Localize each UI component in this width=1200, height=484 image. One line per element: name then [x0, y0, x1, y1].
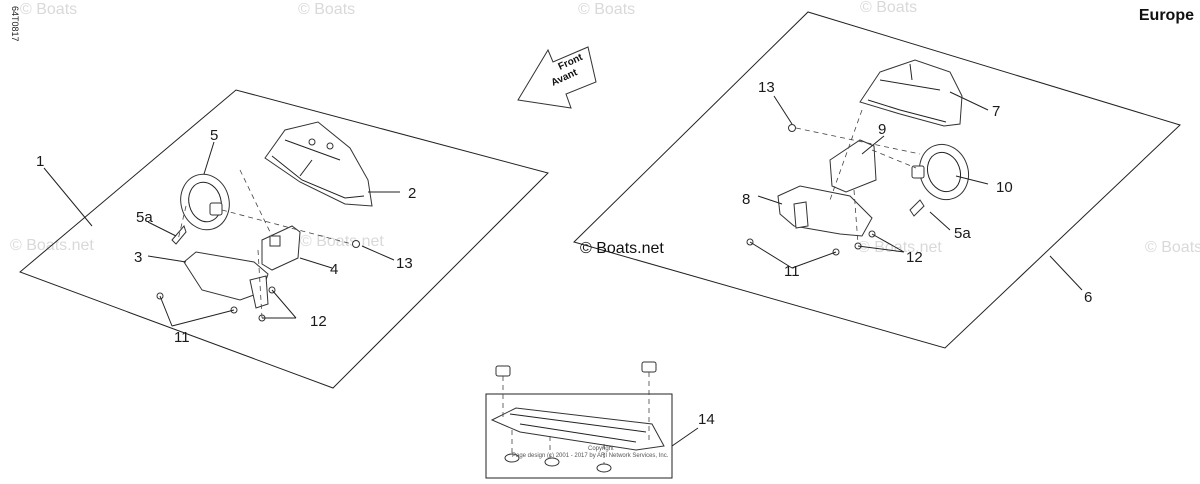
mounting-bracket: [261, 225, 301, 271]
reflector-plate: [777, 185, 873, 237]
screw: [788, 124, 796, 132]
copyright-line: Page design (c) 2001 - 2017 by ARI Netwo…: [512, 453, 669, 459]
callout-label: 3: [134, 249, 142, 266]
callouts: 1 2 3 4 5 5a 13 11 12 13 7 9 10 8 5a 11 …: [36, 79, 1092, 428]
screw: [352, 240, 360, 248]
right-assembly: [573, 11, 1181, 349]
headlight-housing: [264, 121, 373, 207]
callout-label: 1: [36, 153, 44, 170]
callout-label: 13: [758, 79, 775, 96]
nut: [504, 453, 520, 463]
callout-label: 5a: [954, 225, 971, 242]
support-bar: [490, 407, 665, 451]
callout-label: 13: [396, 255, 413, 272]
nut: [544, 457, 560, 467]
callout-label: 2: [408, 185, 416, 202]
front-arrow: Front Avant: [517, 46, 597, 109]
plate-tab: [793, 201, 809, 229]
assembly-plate-6: [573, 11, 1181, 349]
callout-label: 5: [210, 127, 218, 144]
callout-label: 12: [906, 249, 923, 266]
watermark: © Boats: [298, 1, 355, 18]
bulb: [909, 199, 925, 217]
left-assembly: [19, 89, 549, 389]
callout-label: 11: [174, 329, 190, 346]
headlight-lamp: [911, 143, 970, 201]
watermark: © Boats: [860, 0, 917, 16]
diagram-code: 64T0817: [10, 6, 20, 42]
watermarks: © Boats © Boats © Boats © Boats © Boats.…: [10, 0, 1200, 256]
bolt: [495, 365, 511, 377]
center-watermark: © Boats.net: [580, 240, 664, 257]
headlight-lamp: [180, 173, 230, 231]
copyright-line: Copyright: [588, 446, 614, 452]
assembly-plate-1: [19, 89, 549, 389]
watermark: © Boats.net: [300, 233, 384, 250]
callout-label: 11: [784, 263, 800, 280]
plate-tab: [249, 275, 269, 309]
nut: [596, 463, 612, 473]
bolt: [641, 361, 657, 373]
assembly-frame-14: [485, 393, 673, 479]
callout-label: 5a: [136, 209, 153, 226]
region-label: Europe: [1139, 7, 1194, 24]
callout-label: 14: [698, 411, 715, 428]
callout-label: 6: [1084, 289, 1092, 306]
watermark: © Boats: [1145, 239, 1200, 256]
headlight-housing: [859, 59, 963, 127]
watermark: © Boats: [578, 1, 635, 18]
callout-label: 12: [310, 313, 327, 330]
callout-label: 9: [878, 121, 886, 138]
callout-label: 10: [996, 179, 1013, 196]
watermark: © Boats.net: [858, 239, 942, 256]
watermark: © Boats: [20, 1, 77, 18]
bottom-assembly: Copyright Page design (c) 2001 - 2017 by…: [485, 361, 699, 479]
callout-label: 4: [330, 261, 338, 278]
callout-label: 7: [992, 103, 1000, 120]
callout-label: 8: [742, 191, 750, 208]
mounting-bracket: [829, 139, 877, 193]
